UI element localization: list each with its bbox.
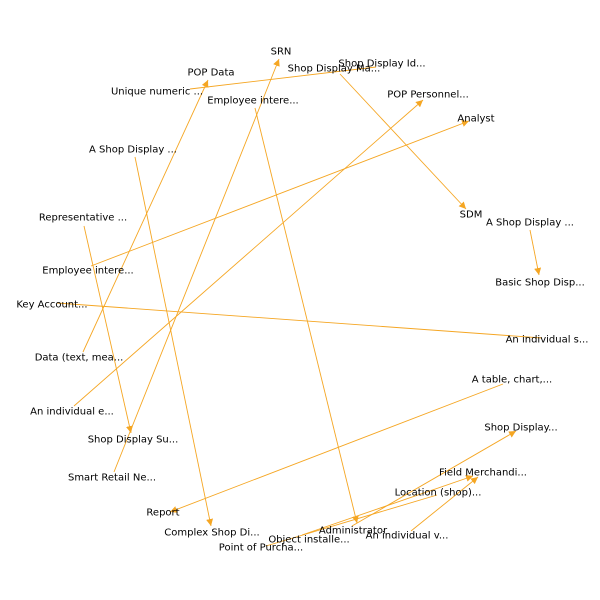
node-label-a-shop-display-1: A Shop Display ... [89, 145, 177, 156]
edge-object-installe-to-field-merchandi [301, 474, 474, 536]
node-label-field-merchandi: Field Merchandi... [439, 468, 527, 479]
edge-a-table-chart-to-report [169, 383, 504, 513]
node-label-basic-shop-disp: Basic Shop Disp... [495, 278, 585, 289]
node-label-a-table-chart: A table, chart,... [472, 375, 552, 386]
edge-smart-retail-ne-to-srn [113, 58, 280, 473]
edge-employee-intere-2-to-analyst [90, 120, 470, 267]
node-label-shop-display-id: Shop Display Id... [338, 59, 425, 70]
node-label-administrator: Administrator [319, 526, 388, 537]
edge-unique-numeric-to-shop-display-ma [189, 66, 377, 90]
edge-an-individual-e-to-pop-personnel [73, 99, 424, 407]
node-label-shop-display-ma: Shop Display Ma... [288, 64, 381, 75]
node-label-analyst: Analyst [457, 114, 494, 125]
edge-employee-intere-1-to-administrator [254, 107, 359, 524]
edge-a-shop-display-2-to-basic-shop-disp [529, 229, 542, 276]
node-label-srn: SRN [271, 47, 292, 58]
node-label-representative: Representative ... [39, 213, 127, 224]
node-label-shop-display-su: Shop Display Su... [88, 435, 179, 446]
node-label-smart-retail-ne: Smart Retail Ne... [68, 473, 156, 484]
edges-layer [56, 58, 543, 547]
edge-point-of-purcha-to-location-shop [265, 494, 438, 547]
node-label-employee-intere-2: Employee intere... [42, 266, 133, 277]
edge-representative-to-shop-display-su [83, 225, 133, 434]
node-label-point-of-purcha: Point of Purcha... [219, 543, 303, 554]
edge-administrator-to-shop-display-dots [351, 430, 517, 527]
node-label-an-individual-v: An individual v... [366, 531, 449, 542]
edge-a-shop-display-1-to-complex-shop-di [134, 156, 214, 527]
node-label-pop-personnel: POP Personnel... [387, 90, 469, 101]
edge-shop-display-ma-to-sdm [339, 73, 467, 210]
node-label-key-account: Key Account... [16, 300, 87, 311]
node-label-a-shop-display-2: A Shop Display ... [486, 218, 574, 229]
node-label-report: Report [146, 508, 179, 519]
node-label-an-individual-s: An individual s... [506, 335, 589, 346]
node-label-data-text-mea: Data (text, mea... [35, 353, 124, 364]
node-label-complex-shop-di: Complex Shop Di... [164, 528, 259, 539]
node-label-employee-intere-1: Employee intere... [207, 96, 298, 107]
node-label-pop-data: POP Data [188, 68, 235, 79]
node-label-unique-numeric: Unique numeric ... [111, 87, 203, 98]
edge-an-individual-v-to-field-merchandi [410, 476, 479, 532]
edge-an-individual-s-to-key-account [56, 302, 543, 339]
node-label-object-installe: Object installe... [268, 535, 349, 546]
node-label-shop-display-dots: Shop Display... [484, 423, 557, 434]
node-label-location-shop: Location (shop)... [395, 488, 482, 499]
node-label-sdm: SDM [460, 210, 483, 221]
node-label-an-individual-e: An individual e... [30, 407, 114, 418]
